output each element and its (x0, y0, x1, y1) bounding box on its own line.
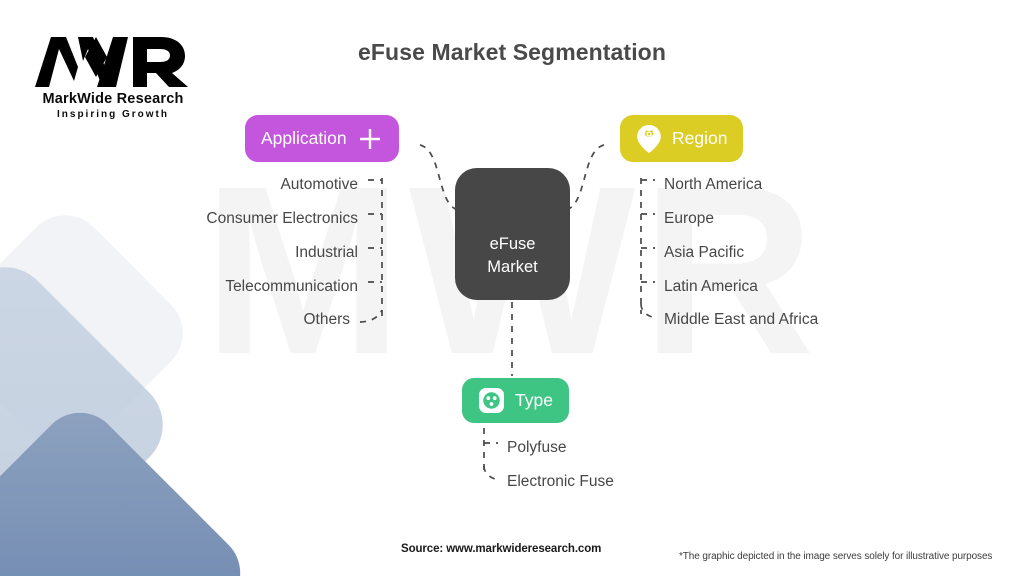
branch-label-type: Type (515, 390, 553, 410)
leaf-label: Latin America (664, 278, 758, 295)
leaf-application-0: Automotive (280, 176, 358, 194)
branch-label-application: Application (261, 128, 347, 148)
branch-badge-type[interactable]: Type (462, 378, 569, 423)
leaf-application-3: Telecommunication (225, 278, 358, 296)
leaf-type-0: Polyfuse (507, 439, 566, 457)
leaf-label: Middle East and Africa (664, 311, 819, 328)
leaf-region-4: Middle East and Africa (664, 311, 818, 329)
source-text: Source: www.markwideresearch.com (401, 543, 602, 555)
leaf-label: Consumer Electronics (206, 210, 358, 227)
logo-tagline: Inspiring Growth (57, 109, 169, 120)
leaf-region-2: Asia Pacific (664, 244, 744, 262)
chip-dots-icon (479, 388, 504, 413)
leaf-label: North America (664, 176, 763, 193)
leaf-label: Industrial (295, 244, 358, 261)
brand-logo: MarkWide Research Inspiring Growth (33, 33, 193, 120)
map-pin-gear-icon (637, 124, 661, 153)
leaf-application-4: Others (303, 311, 350, 329)
leaf-application-1: Consumer Electronics (206, 210, 358, 228)
leaf-label: Telecommunication (225, 278, 358, 295)
branch-badge-region[interactable]: Region (620, 115, 744, 162)
leaf-region-0: North America (664, 176, 762, 194)
leaf-type-1: Electronic Fuse (507, 473, 614, 491)
mwr-logo-icon (35, 37, 188, 87)
center-node-line-1: eFuse (489, 235, 536, 254)
leaf-label: Automotive (280, 176, 358, 193)
leaf-label: Others (303, 311, 350, 328)
leaf-region-3: Latin America (664, 278, 758, 296)
leaf-label: Electronic Fuse (507, 473, 614, 490)
branch-label-region: Region (672, 128, 728, 148)
leaf-region-1: Europe (664, 210, 714, 228)
disclaimer-text: *The graphic depicted in the image serve… (679, 551, 993, 562)
leaf-label: Asia Pacific (664, 244, 745, 261)
center-node-line-2: Market (487, 257, 538, 276)
page-title: eFuse Market Segmentation (358, 39, 666, 65)
logo-company-name: MarkWide Research (42, 91, 184, 107)
leaf-label: Europe (664, 210, 714, 227)
plus-icon (359, 128, 380, 149)
leaf-application-2: Industrial (295, 244, 358, 262)
leaf-label: Polyfuse (507, 439, 567, 456)
branch-badge-application[interactable]: Application (245, 115, 399, 162)
